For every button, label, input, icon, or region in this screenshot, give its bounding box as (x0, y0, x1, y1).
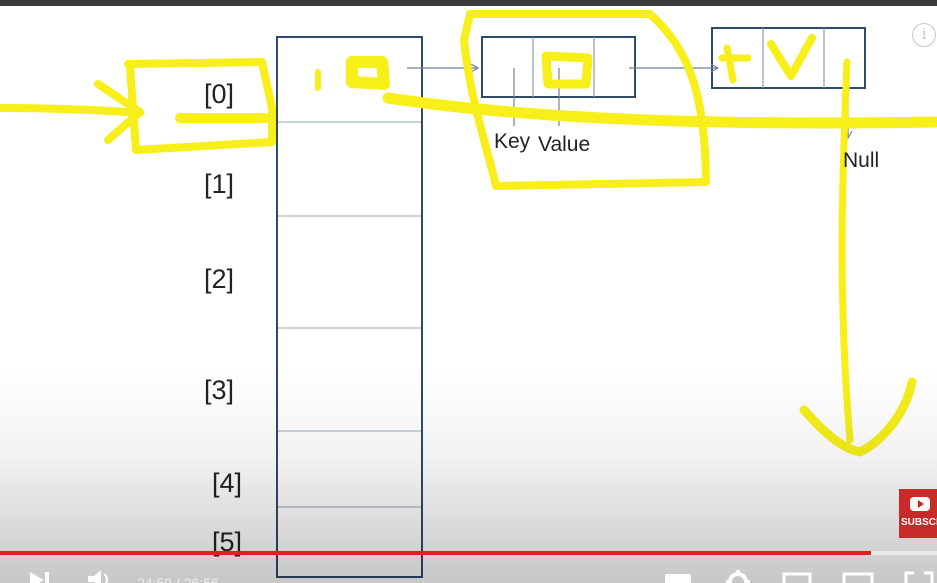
highlight-value-mark (541, 51, 593, 89)
top-bar-strip (0, 0, 937, 6)
subtitles-icon[interactable] (664, 573, 692, 583)
bucket-dividers (278, 121, 421, 508)
highlight-v-mark (767, 34, 816, 80)
arrowhead (470, 63, 480, 73)
null-label: Null (843, 149, 880, 172)
highlight-box-around-node-1 (460, 10, 710, 190)
bucket-array (276, 36, 423, 578)
player-controls: 24:59 / 26:56 (0, 560, 937, 583)
index-label-2: [2] (204, 264, 235, 294)
bucket-array-outline (276, 36, 423, 578)
fullscreen-icon[interactable] (904, 571, 934, 583)
highlight-arrow-shaft (0, 104, 144, 117)
index-label-3: [3] (204, 375, 235, 405)
index-label-0: [0] (204, 79, 235, 109)
index-label-4: [4] (212, 468, 243, 498)
info-icon[interactable]: i (912, 23, 936, 47)
highlight-down-arrowhead (799, 377, 917, 457)
highlight-vertical-line (838, 58, 854, 444)
time-display: 24:59 / 26:56 (137, 575, 219, 583)
yellow-annotations (0, 10, 937, 457)
volume-icon[interactable] (86, 570, 114, 583)
progress-bar[interactable] (0, 551, 937, 555)
highlight-arrowhead (94, 80, 144, 144)
settings-icon[interactable] (724, 570, 752, 583)
subscribe-button[interactable]: SUBSCRIBE (899, 489, 937, 538)
value-label: Value (538, 133, 591, 156)
next-icon[interactable] (28, 572, 54, 583)
youtube-logo-icon (910, 497, 930, 511)
node-2 (711, 27, 866, 89)
arrowhead (710, 63, 720, 73)
subscribe-label: SUBSCRIBE (901, 517, 937, 528)
miniplayer-icon[interactable] (782, 572, 812, 583)
highlight-box-around-index-0 (124, 58, 276, 154)
highlight-long-line (382, 92, 937, 129)
key-label: Key (494, 130, 531, 153)
index-label-1: [1] (204, 169, 235, 199)
progress-bar-fill (0, 551, 872, 555)
node-2-box (711, 27, 866, 89)
highlight-key-mark (718, 44, 752, 84)
highlight-blob (346, 56, 390, 90)
theater-icon[interactable] (842, 572, 874, 583)
